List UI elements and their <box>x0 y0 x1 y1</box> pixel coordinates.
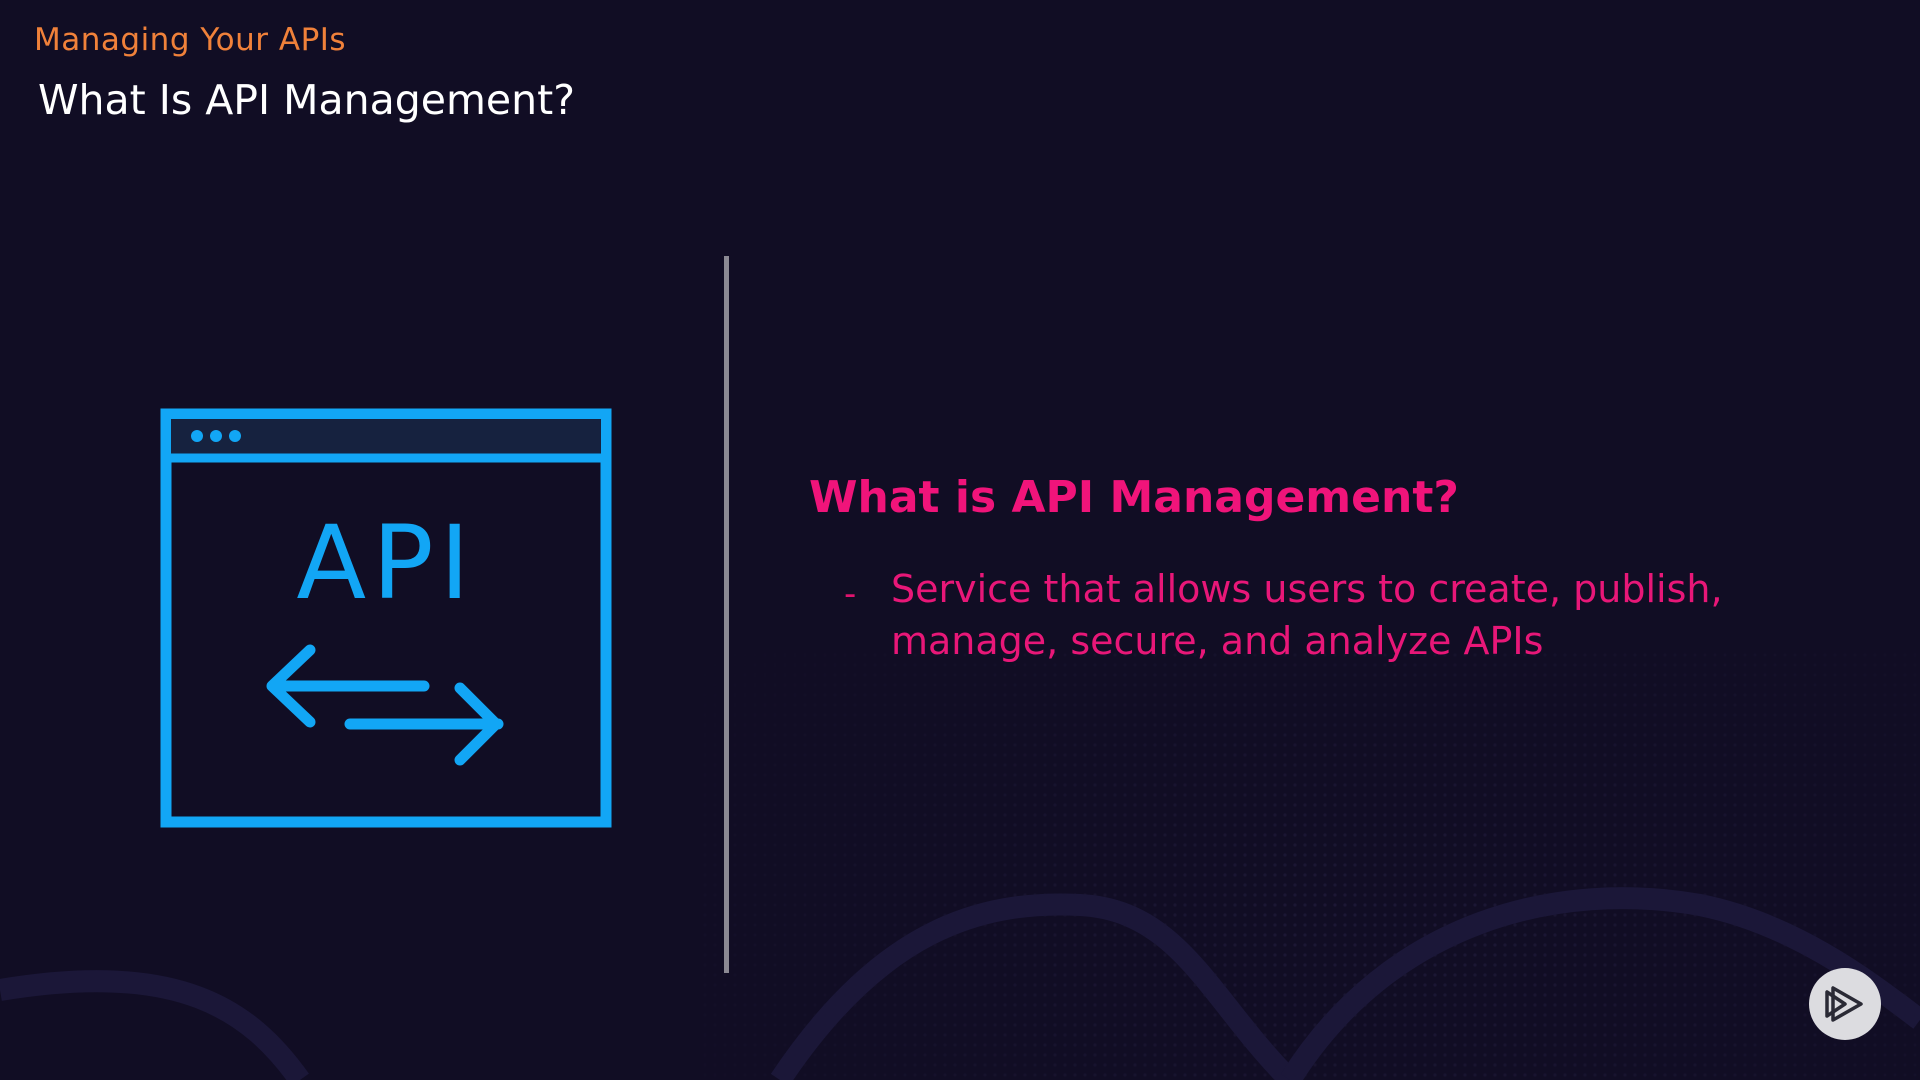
page-title: What Is API Management? <box>38 76 575 124</box>
bullet-text: Service that allows users to create, pub… <box>891 567 1723 663</box>
api-label: API <box>296 504 475 623</box>
play-logo-button[interactable] <box>1809 968 1881 1040</box>
api-browser-window-icon: API <box>160 408 612 828</box>
vertical-divider <box>724 256 729 973</box>
play-logo-icon <box>1825 986 1863 1022</box>
section-label: Managing Your APIs <box>34 22 347 58</box>
content-heading: What is API Management? <box>809 472 1459 523</box>
bullet-marker: - <box>844 574 857 614</box>
